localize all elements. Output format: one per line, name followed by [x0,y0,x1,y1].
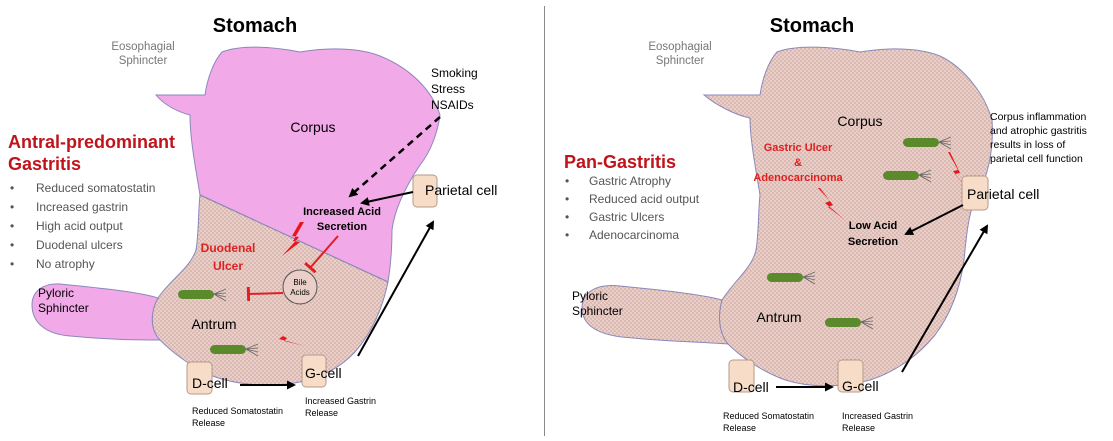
right-note-4: parietal cell function [990,153,1083,165]
left-gastrin-label-2: Release [305,408,338,418]
left-gastrin-label-1: Increased Gastrin [305,396,376,406]
left-bullet-item: Duodenal ulcers [36,238,123,252]
left-bullet-dot: • [10,257,14,271]
right-eso-label-2: Sphincter [656,55,705,67]
left-eso-label-2: Sphincter [119,55,168,67]
right-bullet-dot: • [565,210,569,224]
right-bullet-item: Adenocarcinoma [589,228,679,242]
left-panel: Stomach Eosophagial Sphincter Corpus Ant… [8,15,497,428]
left-bullet-item: Increased gastrin [36,200,128,214]
right-title: Stomach [770,15,854,37]
right-g-cell-label: G-cell [842,378,879,394]
right-bullet-dot: • [565,192,569,206]
left-bullet-dot: • [10,238,14,252]
left-heading-1: Antral-predominant [8,132,175,152]
left-bile-acids-circle [283,270,317,304]
right-somatostatin-label-1: Reduced Somatostatin [723,411,814,421]
right-heading: Pan-Gastritis [564,152,676,172]
right-acid-label-2: Secretion [848,236,898,248]
right-antrum-label: Antrum [756,309,801,325]
left-acid-label-2: Secretion [317,221,367,233]
right-note-1: Corpus inflammation [990,111,1086,123]
right-acid-label-1: Low Acid [849,220,897,232]
right-somatostatin-label-2: Release [723,423,756,433]
left-ulcer-label-1: Duodenal [201,241,256,255]
right-eso-label-1: Eosophagial [648,41,711,53]
left-pyloric-label-2: Sphincter [38,301,89,315]
right-pyloric-label-1: Pyloric [572,289,608,303]
left-risk-stress: Stress [431,82,465,96]
right-ulcer-label-3: Adenocarcinoma [753,172,843,184]
left-bile-label-2: Acids [290,288,310,297]
left-bullet-list: • Reduced somatostatin • Increased gastr… [10,181,155,271]
right-note-3: results in loss of [990,139,1065,151]
left-bile-label-1: Bile [293,278,307,287]
left-title: Stomach [213,15,297,37]
right-panel: Stomach Eosophagial Sphincter Corpus Ant… [564,15,1087,433]
left-bullet-dot: • [10,200,14,214]
right-bullet-item: Gastric Ulcers [589,210,664,224]
right-pyloric-label-2: Sphincter [572,304,623,318]
left-risk-nsaids: NSAIDs [431,98,474,112]
right-ulcer-label-2: & [794,157,802,169]
right-ulcer-label-1: Gastric Ulcer [764,142,833,154]
left-g-cell-label: G-cell [305,365,342,381]
right-note-2: and atrophic gastritis [990,125,1087,137]
left-pyloric-label-1: Pyloric [38,286,74,300]
right-stomach-body [704,47,992,386]
right-bullet-item: Reduced acid output [589,192,700,206]
left-bullet-dot: • [10,219,14,233]
left-parietal-cell-label: Parietal cell [425,182,497,198]
left-bullet-item: High acid output [36,219,123,233]
right-bullet-list: • Gastric Atrophy • Reduced acid output … [565,174,700,242]
left-corpus-label: Corpus [290,119,335,135]
left-bile-to-bacterium-inhibit [248,293,283,294]
left-ulcer-label-2: Ulcer [213,259,243,273]
right-bullet-dot: • [565,228,569,242]
left-somatostatin-label-2: Release [192,418,225,428]
left-acid-label-1: Increased Acid [303,206,381,218]
right-corpus-label: Corpus [837,113,882,129]
right-gastrin-label-2: Release [842,423,875,433]
right-bullet-dot: • [565,174,569,188]
right-parietal-cell-label: Parietal cell [967,186,1039,202]
right-d-cell-label: D-cell [733,379,769,395]
left-d-cell-label: D-cell [192,375,228,391]
left-bullet-dot: • [10,181,14,195]
left-eso-label-1: Eosophagial [111,41,174,53]
left-bullet-item: Reduced somatostatin [36,181,155,195]
left-somatostatin-label-1: Reduced Somatostatin [192,406,283,416]
left-risk-smoking: Smoking [431,66,478,80]
left-heading-2: Gastritis [8,154,81,174]
left-bullet-item: No atrophy [36,257,95,271]
left-antrum-label: Antrum [191,316,236,332]
right-gastrin-label-1: Increased Gastrin [842,411,913,421]
right-bullet-item: Gastric Atrophy [589,174,671,188]
